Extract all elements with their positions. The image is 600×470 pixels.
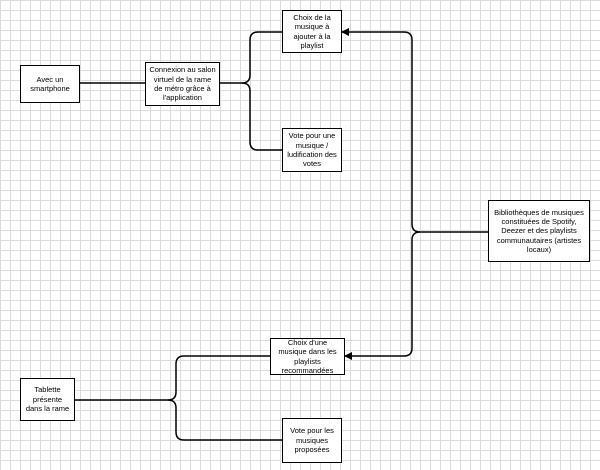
node-connexion: Connexion au salon virtuel de la rame de… bbox=[145, 62, 220, 106]
node-tablette-label: Tablette présente dans la rame bbox=[25, 385, 70, 414]
edge-connexion-vote-musique bbox=[241, 82, 282, 151]
node-choix-playlists-label: Choix d'une musique dans les playlists r… bbox=[278, 337, 337, 375]
node-vote-proposees: Vote pour les musiques proposées bbox=[282, 418, 342, 463]
node-smartphone: Avec un smartphone bbox=[20, 65, 80, 103]
edge-tablette-vote-proposees bbox=[167, 399, 282, 441]
node-vote-proposees-label: Vote pour les musiques proposées bbox=[290, 426, 334, 455]
node-smartphone-label: Avec un smartphone bbox=[30, 74, 70, 93]
edge-bibliotheques-choix-musique bbox=[341, 28, 488, 233]
node-bibliotheques-label: Bibliothèques de musiques constituées de… bbox=[494, 207, 584, 255]
node-tablette: Tablette présente dans la rame bbox=[20, 378, 75, 421]
node-connexion-label: Connexion au salon virtuel de la rame de… bbox=[149, 65, 216, 103]
node-choix-musique-label: Choix de la musique à ajouter à la playl… bbox=[293, 12, 331, 50]
node-choix-musique: Choix de la musique à ajouter à la playl… bbox=[282, 10, 342, 53]
node-bibliotheques: Bibliothèques de musiques constituées de… bbox=[488, 200, 590, 262]
edge-bibliotheques-choix-playlists bbox=[344, 231, 421, 360]
node-vote-musique-label: Vote pour une musique / ludification des… bbox=[287, 131, 337, 169]
node-vote-musique: Vote pour une musique / ludification des… bbox=[282, 128, 342, 172]
edge-connexion-choix-musique bbox=[220, 31, 282, 84]
node-choix-playlists: Choix d'une musique dans les playlists r… bbox=[270, 338, 345, 375]
edge-tablette-choix-playlists bbox=[75, 355, 270, 401]
